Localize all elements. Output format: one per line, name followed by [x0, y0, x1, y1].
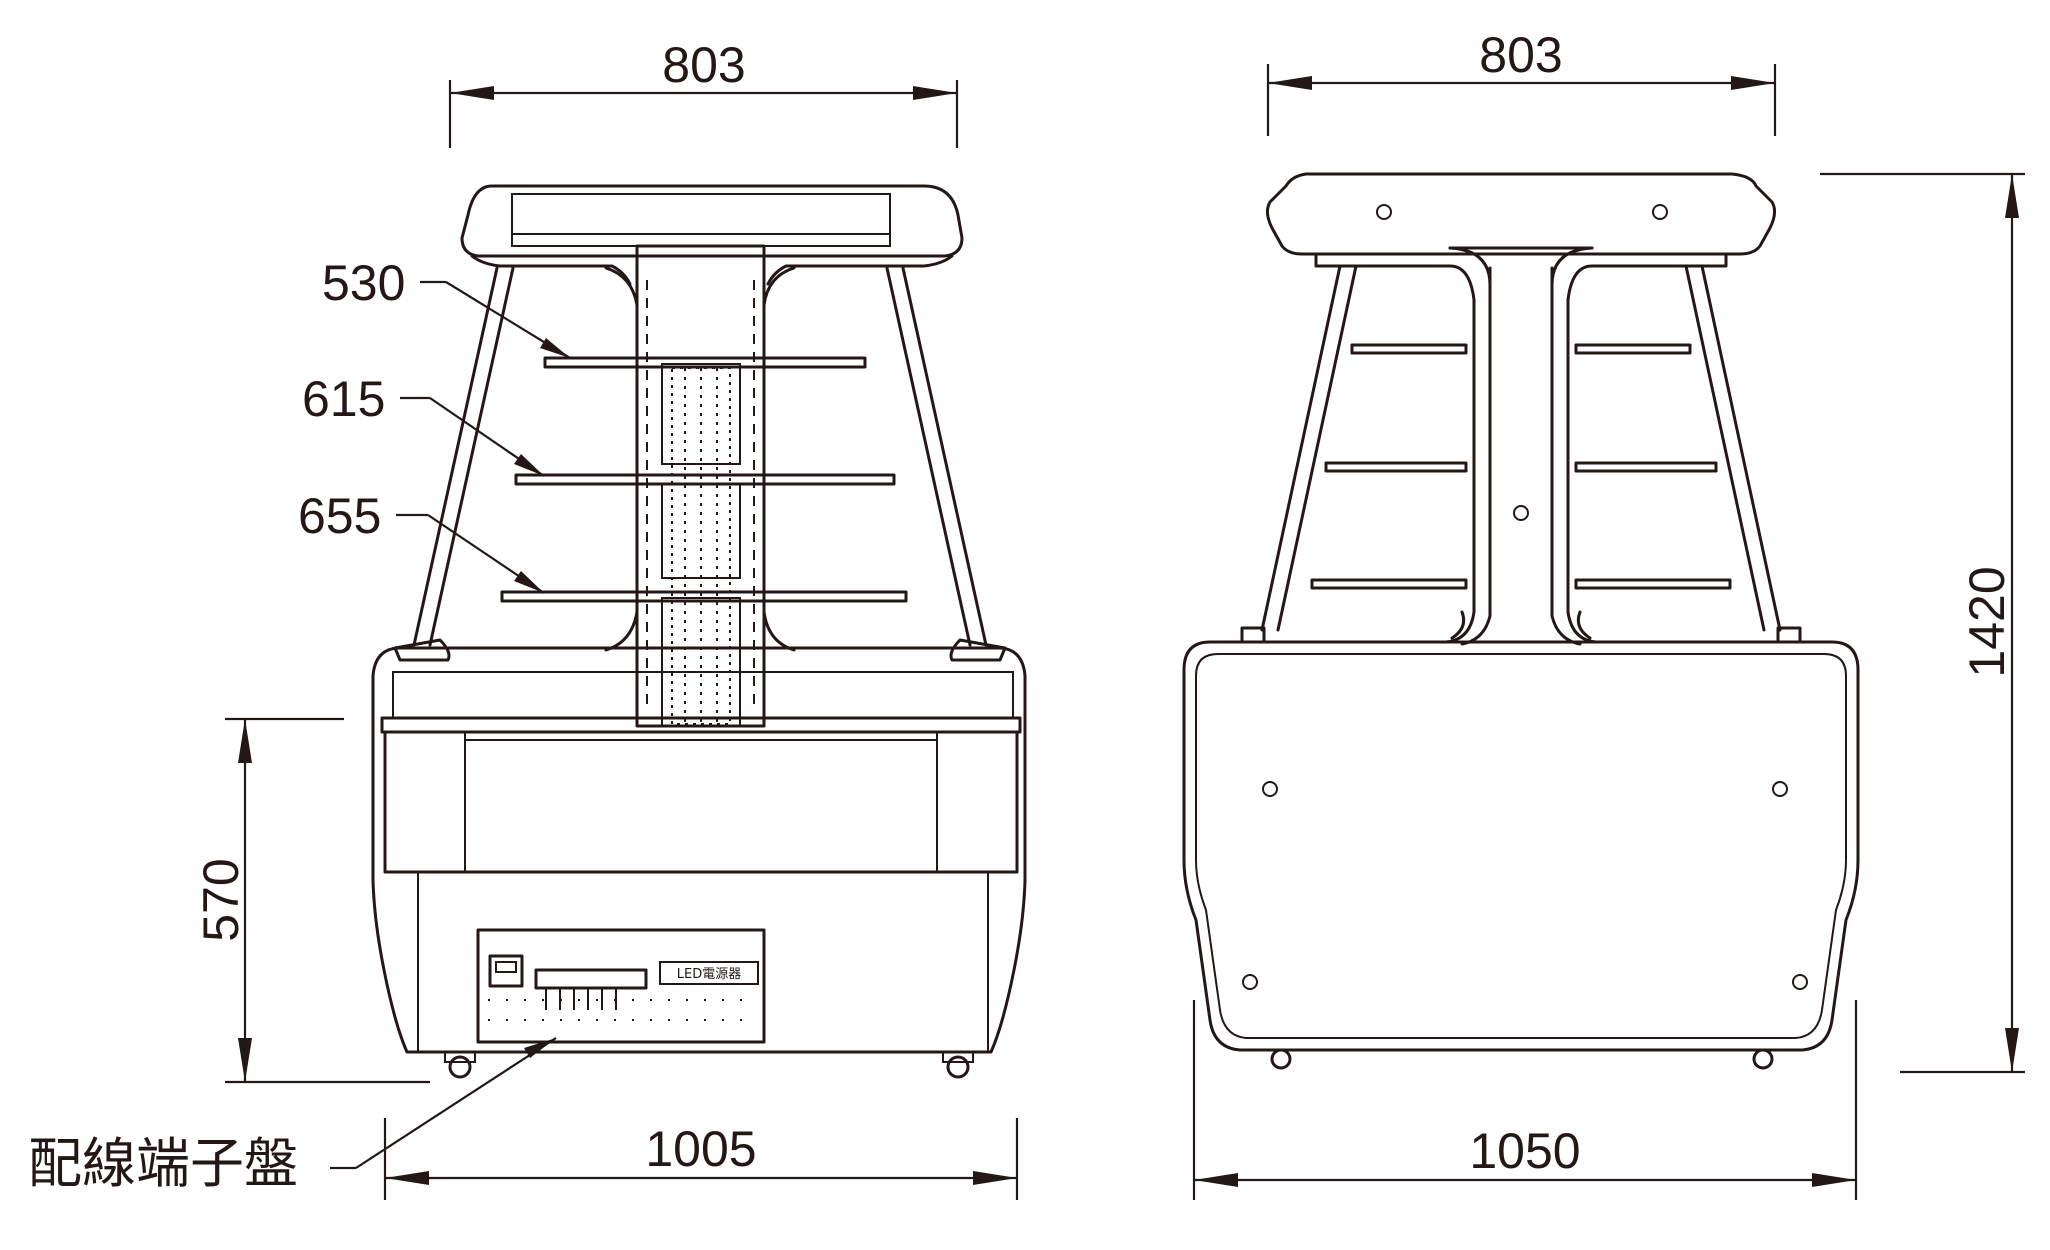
front-base-height-label: 570: [193, 858, 249, 941]
side-top-width-dimension: 803: [1266, 27, 1777, 136]
side-bottom-width-label: 1050: [1469, 1123, 1580, 1179]
front-top-width-dimension: 803: [448, 37, 959, 148]
side-shelf-right-middle: [1574, 461, 1718, 473]
terminal-board: LED電源器: [476, 928, 766, 1044]
side-shelf-right-top: [1574, 343, 1692, 355]
side-total-height-dimension: 1420: [1820, 172, 2025, 1074]
front-shelves: [500, 356, 908, 603]
side-left-frame: [1244, 246, 1492, 646]
shelf-callouts: 530 615 655: [298, 255, 571, 594]
front-base-height-dimension: 570: [193, 717, 430, 1084]
side-shelf-right-bottom: [1574, 578, 1732, 590]
base-hole-top-right: [1772, 781, 1788, 797]
side-shelf-left-middle: [1324, 461, 1468, 473]
front-side-frames: [393, 266, 1007, 662]
base-hole-bottom-right: [1792, 974, 1808, 990]
front-base-cabinet: [371, 646, 1027, 1079]
caster-left: [448, 1055, 472, 1079]
front-canopy: [460, 184, 964, 286]
base-hole-bottom-left: [1242, 974, 1258, 990]
shelf-top: [543, 356, 867, 369]
shelf-label-top: 530: [322, 255, 405, 311]
led-driver-label: LED電源器: [677, 967, 741, 982]
front-view: 803: [28, 37, 1027, 1200]
side-center-bridge: [1448, 246, 1594, 521]
side-right-frame: [1550, 246, 1798, 646]
center-hole: [1513, 505, 1529, 521]
shelf-middle: [514, 473, 896, 486]
side-shelf-left-bottom: [1310, 578, 1468, 590]
side-top-width-label: 803: [1479, 27, 1562, 83]
side-total-height-label: 1420: [1959, 566, 2015, 677]
terminal-board-callout: 配線端子盤: [28, 1037, 557, 1195]
front-top-width-label: 803: [662, 37, 745, 93]
front-center-pillar: [604, 244, 796, 728]
shelf-label-bottom: 655: [298, 488, 381, 544]
terminal-board-label: 配線端子盤: [28, 1132, 298, 1195]
side-base-cabinet: [1182, 626, 1860, 1070]
side-canopy: [1265, 172, 1777, 268]
side-caster-right: [1752, 1048, 1774, 1070]
side-shelf-left-top: [1350, 343, 1468, 355]
side-caster-left: [1270, 1048, 1292, 1070]
caster-right: [946, 1055, 970, 1079]
shelf-bottom: [500, 590, 908, 603]
base-hole-top-left: [1262, 781, 1278, 797]
side-shelves: [1310, 343, 1732, 590]
side-view: 803: [1182, 27, 2025, 1200]
canopy-hole-right: [1652, 204, 1668, 220]
shelf-label-middle: 615: [302, 371, 385, 427]
side-bottom-width-dimension: 1050: [1192, 1000, 1858, 1200]
power-connector-icon: [488, 954, 524, 988]
front-bottom-width-label: 1005: [645, 1121, 756, 1177]
terminal-strip: [534, 968, 648, 990]
perforation-pattern: [671, 367, 731, 725]
front-bottom-width-dimension: 1005: [383, 1118, 1019, 1200]
canopy-hole-left: [1376, 204, 1392, 220]
